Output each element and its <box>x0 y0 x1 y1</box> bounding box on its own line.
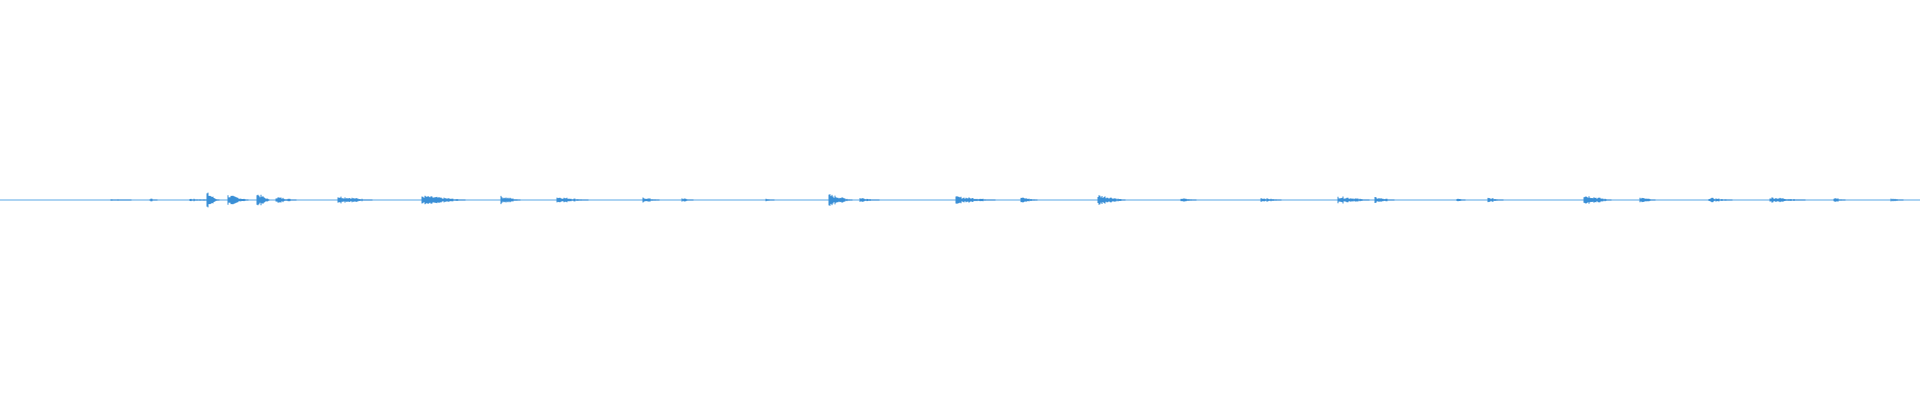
waveform-burst <box>1456 198 1466 202</box>
waveform-burst <box>1708 197 1733 203</box>
waveform-burst <box>1374 197 1395 203</box>
waveform-burst <box>765 198 775 202</box>
waveform-burst <box>337 196 373 204</box>
waveform-burst <box>1769 197 1806 203</box>
waveform-burst <box>275 197 297 203</box>
waveform-burst <box>206 192 218 208</box>
waveform-burst <box>1020 197 1038 203</box>
waveform-burst <box>1337 196 1370 204</box>
waveform-burst <box>1487 197 1504 203</box>
waveform-burst <box>500 195 521 205</box>
waveform-burst <box>681 198 694 202</box>
waveform-burst <box>149 198 158 202</box>
waveform-burst <box>110 199 132 201</box>
waveform-bursts <box>110 192 1904 208</box>
waveform-burst <box>642 197 660 203</box>
waveform-burst <box>1583 196 1612 204</box>
waveform-burst <box>1260 198 1282 202</box>
waveform-burst <box>955 196 996 204</box>
waveform-burst <box>1097 195 1126 205</box>
waveform-burst <box>556 197 589 203</box>
waveform-burst <box>227 195 249 205</box>
waveform-burst <box>1180 198 1197 202</box>
waveform-burst <box>1639 197 1656 203</box>
waveform-burst <box>828 194 853 206</box>
waveform-burst <box>1833 198 1846 202</box>
waveform-burst <box>421 195 466 205</box>
waveform-burst <box>256 194 270 206</box>
waveform-burst <box>859 198 880 202</box>
waveform-burst <box>1890 198 1904 202</box>
